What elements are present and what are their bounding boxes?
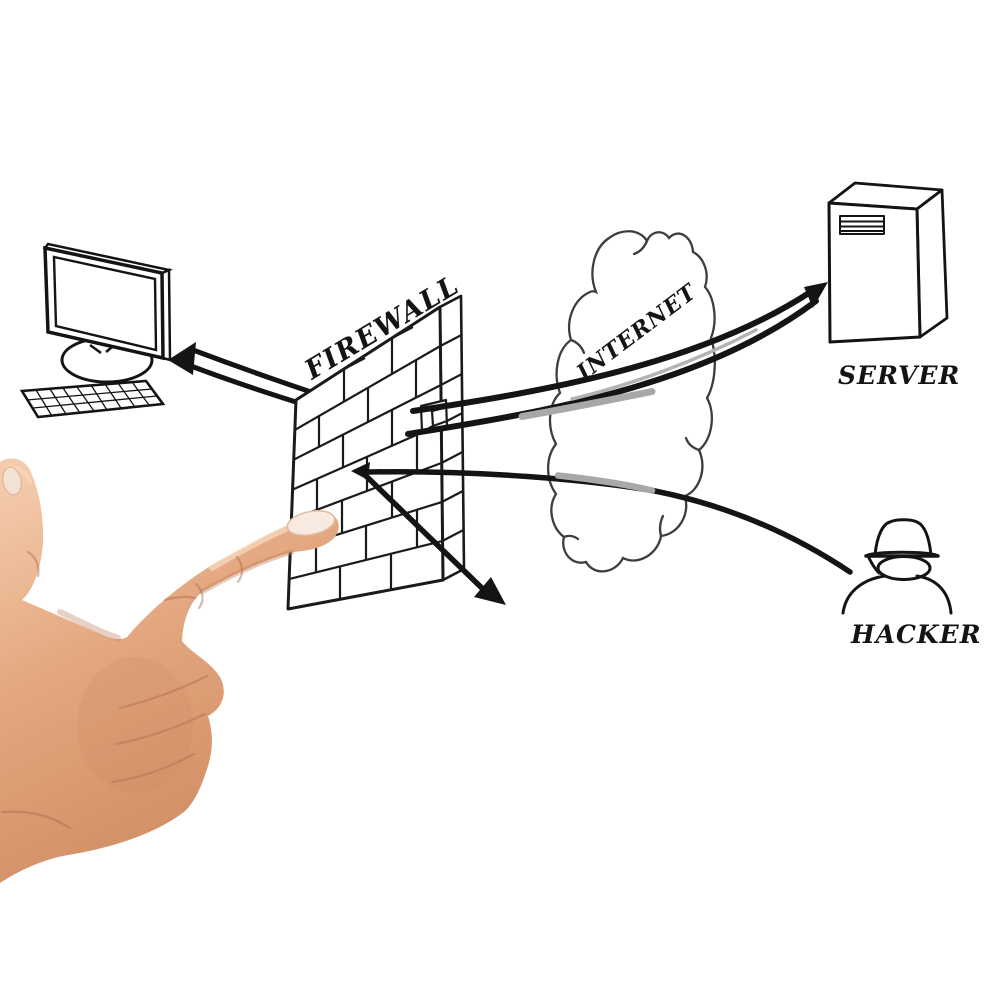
palm-shadow bbox=[77, 657, 193, 793]
hacker-icon bbox=[841, 518, 953, 615]
arrowhead-at-server bbox=[804, 282, 828, 308]
server-label: SERVER bbox=[838, 361, 960, 390]
internet-cloud-icon bbox=[546, 230, 716, 573]
hand-creases bbox=[0, 550, 244, 830]
thumbnail bbox=[2, 466, 22, 496]
monitor-screen bbox=[52, 255, 158, 352]
arrow-attack-deflected bbox=[361, 471, 506, 605]
hacker-label: HACKER bbox=[850, 620, 981, 649]
fingernail bbox=[286, 510, 336, 536]
arrow-through-firewall-to-server bbox=[405, 282, 828, 437]
pointing-hand bbox=[0, 458, 339, 883]
arrowhead-at-computer bbox=[168, 342, 196, 375]
server-vent bbox=[839, 215, 885, 235]
keyboard-icon bbox=[19, 379, 166, 419]
computer-icon bbox=[19, 242, 174, 419]
arrowhead-deflected bbox=[474, 577, 506, 605]
server-icon bbox=[827, 181, 949, 344]
